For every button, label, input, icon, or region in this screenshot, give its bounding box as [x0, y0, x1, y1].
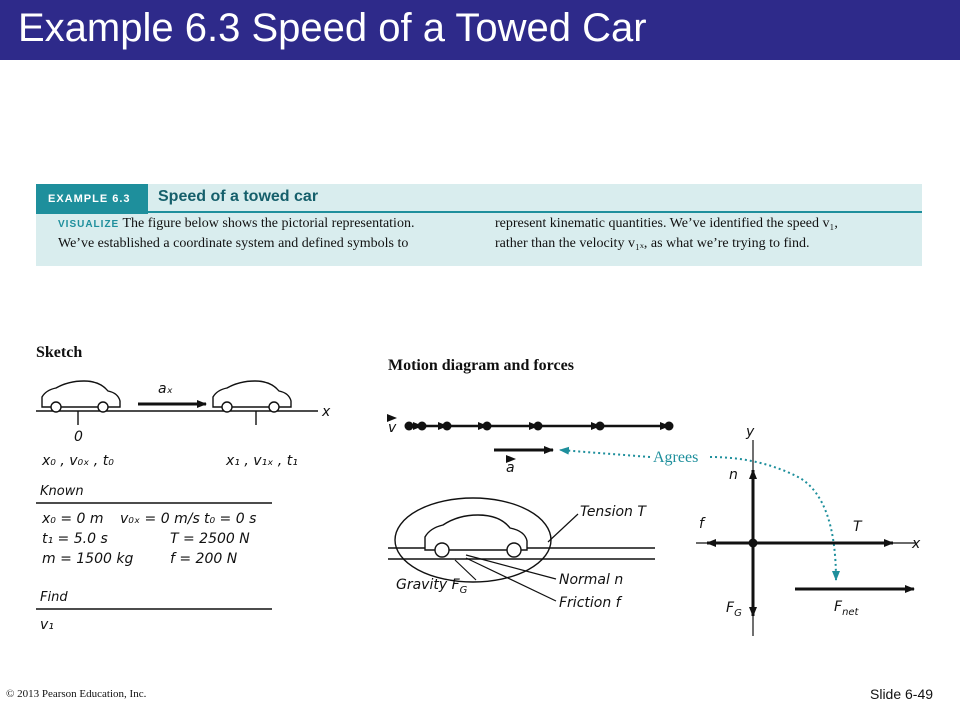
fbd-n-label: n	[729, 467, 738, 483]
car-final	[212, 380, 292, 413]
fbd-T-label: T	[853, 519, 863, 535]
normal-label: Normal n	[559, 572, 623, 588]
tension-label: Tension T	[580, 504, 647, 520]
sketch-label: Sketch	[36, 344, 83, 361]
force-car-wheel-front	[506, 542, 522, 558]
motion-dot-6	[595, 421, 605, 431]
slide-title: Example 6.3 Speed of a Towed Car	[18, 6, 647, 50]
known-m: m = 1500 kg	[42, 551, 133, 567]
motion-dot-3	[442, 421, 452, 431]
final-vars: x₁ , v₁ₓ , t₁	[225, 453, 298, 469]
visualize-label: VISUALIZE	[58, 219, 120, 230]
fbd-x-label: x	[911, 536, 921, 552]
friction-leader	[465, 557, 557, 602]
example-divider	[148, 211, 922, 213]
motion-dot-1	[404, 421, 414, 431]
agrees-label: Agrees	[653, 449, 698, 466]
motion-dot-2	[417, 421, 427, 431]
example-box: EXAMPLE 6.3 Speed of a towed car VISUALI…	[36, 184, 922, 266]
example-heading: Speed of a towed car	[158, 188, 319, 205]
motion-a-label: a	[506, 460, 515, 476]
sketch-diagram: aₓ x 0 x₀ , v₀ₓ , t₀ x₁ , v₁ₓ , t₁ Known…	[36, 380, 331, 633]
fbd-FG-label: FG	[726, 600, 742, 619]
known-t0: t₀ = 0 s	[204, 511, 256, 527]
fbd-y-label: y	[745, 424, 755, 440]
normal-leader	[465, 554, 557, 580]
find-heading: Find	[40, 590, 68, 605]
fbd-f-label: f	[699, 516, 706, 532]
initial-vars: x₀ , v₀ₓ , t₀	[41, 453, 114, 469]
example-tag: EXAMPLE 6.3	[36, 184, 148, 214]
friction-label: Friction f	[559, 595, 623, 611]
sketch-x-axis-label: x	[321, 404, 331, 420]
example-col2-line2: rather than the velocity v₁ₓ, as what we…	[495, 236, 810, 251]
copyright: © 2013 Pearson Education, Inc.	[6, 688, 147, 700]
known-x0: x₀ = 0 m	[41, 511, 104, 527]
known-t1: t₁ = 5.0 s	[42, 531, 108, 547]
fbd-particle	[748, 538, 758, 548]
title-bar: Example 6.3 Speed of a Towed Car	[0, 0, 960, 60]
motion-v-label: v	[388, 420, 397, 436]
force-car-diagram: Tension T Normal n Friction f Gravity FG	[388, 497, 655, 611]
known-T: T = 2500 N	[170, 531, 250, 547]
origin-label: 0	[74, 429, 83, 445]
slide-number: Slide 6-49	[870, 686, 934, 702]
example-col1-line1: The figure below shows the pictorial rep…	[122, 216, 415, 231]
sketch-accel-label: aₓ	[158, 381, 173, 397]
force-car	[424, 514, 528, 551]
gravity-label: Gravity FG	[396, 577, 468, 596]
motion-diagram: v a	[387, 414, 674, 476]
example-col2-line1: represent kinematic quantities. We’ve id…	[495, 216, 838, 231]
motion-label: Motion diagram and forces	[388, 357, 574, 374]
agrees-connector: Agrees	[559, 446, 840, 581]
agrees-arrow-down	[709, 456, 840, 581]
known-heading: Known	[40, 484, 84, 499]
visualize-line-1: VISUALIZE The figure below shows the pic…	[58, 213, 414, 235]
find-value: v₁	[40, 617, 54, 633]
agrees-arrow-left	[559, 446, 651, 458]
known-v0x: v₀ₓ = 0 m/s	[120, 511, 200, 527]
motion-dot-5	[533, 421, 543, 431]
gravity-leader	[454, 559, 477, 581]
tension-leader	[547, 513, 579, 543]
motion-dot-7	[664, 421, 674, 431]
example-col1-line2: We’ve established a coordinate system an…	[58, 236, 409, 251]
force-car-wheel-rear	[434, 542, 450, 558]
car-initial	[41, 380, 121, 413]
free-body-diagram: x y n f T FG Fnet	[696, 424, 921, 636]
known-f: f = 200 N	[170, 551, 238, 567]
motion-dot-4	[482, 421, 492, 431]
fbd-Fnet-label: Fnet	[834, 599, 860, 618]
